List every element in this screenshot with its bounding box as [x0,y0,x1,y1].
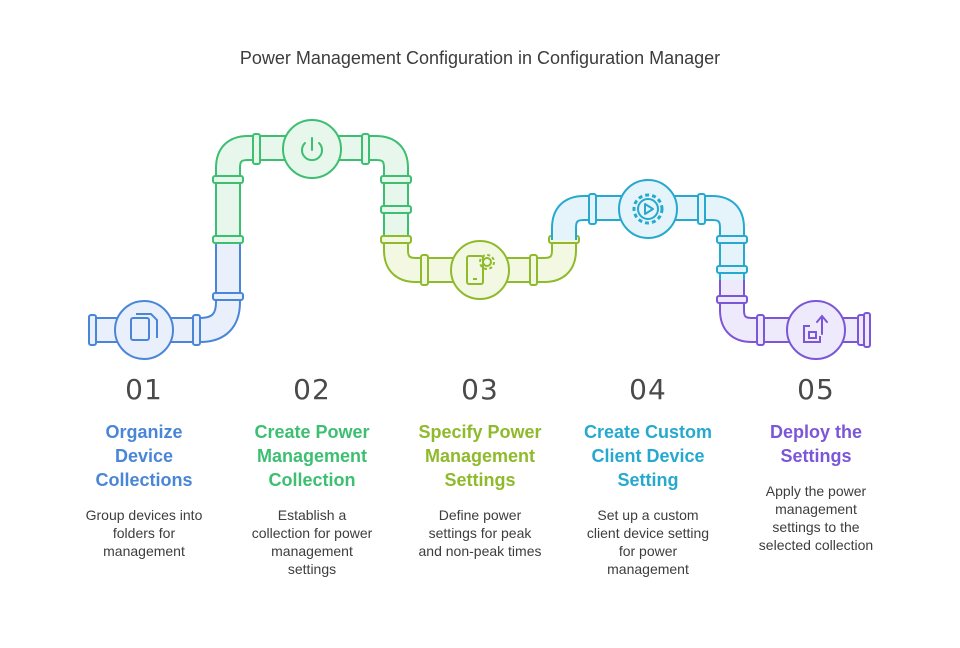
step-2: 02 Create Power Management Collection Es… [227,370,397,578]
deploy-icon [786,300,846,360]
step-heading: Create Custom Client Device Setting [583,422,713,490]
step-description: Establish a collection for power managem… [251,507,373,577]
mobile-settings-icon [450,240,510,300]
gear-play-icon [618,179,678,239]
pipe-segment-1 [88,240,244,346]
step-number: 05 [797,373,835,406]
step-number: 02 [293,373,331,406]
step-3: 03 Specify Power Management Settings Def… [395,370,565,560]
step-description: Set up a custom client device setting fo… [586,507,710,577]
power-icon [282,119,342,179]
step-description: Define power settings for peak and non-p… [418,507,542,559]
step-1: 01 Organize Device Collections Group dev… [59,370,229,560]
step-heading: Organize Device Collections [95,422,193,490]
step-number: 04 [629,373,667,406]
page-title: Power Management Configuration in Config… [239,48,721,68]
step-number: 03 [461,373,499,406]
step-5: 05 Deploy the Settings Apply the power m… [731,370,901,554]
step-description: Apply the power management settings to t… [758,483,874,553]
pipe-segment-5 [716,280,871,348]
step-number: 01 [125,373,163,406]
documents-icon [114,300,174,360]
step-heading: Create Power Management Collection [254,422,370,490]
step-heading: Deploy the Settings [769,422,862,466]
step-4: 04 Create Custom Client Device Setting S… [563,370,733,578]
step-description: Group devices into folders for managemen… [85,507,203,559]
step-heading: Specify Power Management Settings [418,422,542,490]
